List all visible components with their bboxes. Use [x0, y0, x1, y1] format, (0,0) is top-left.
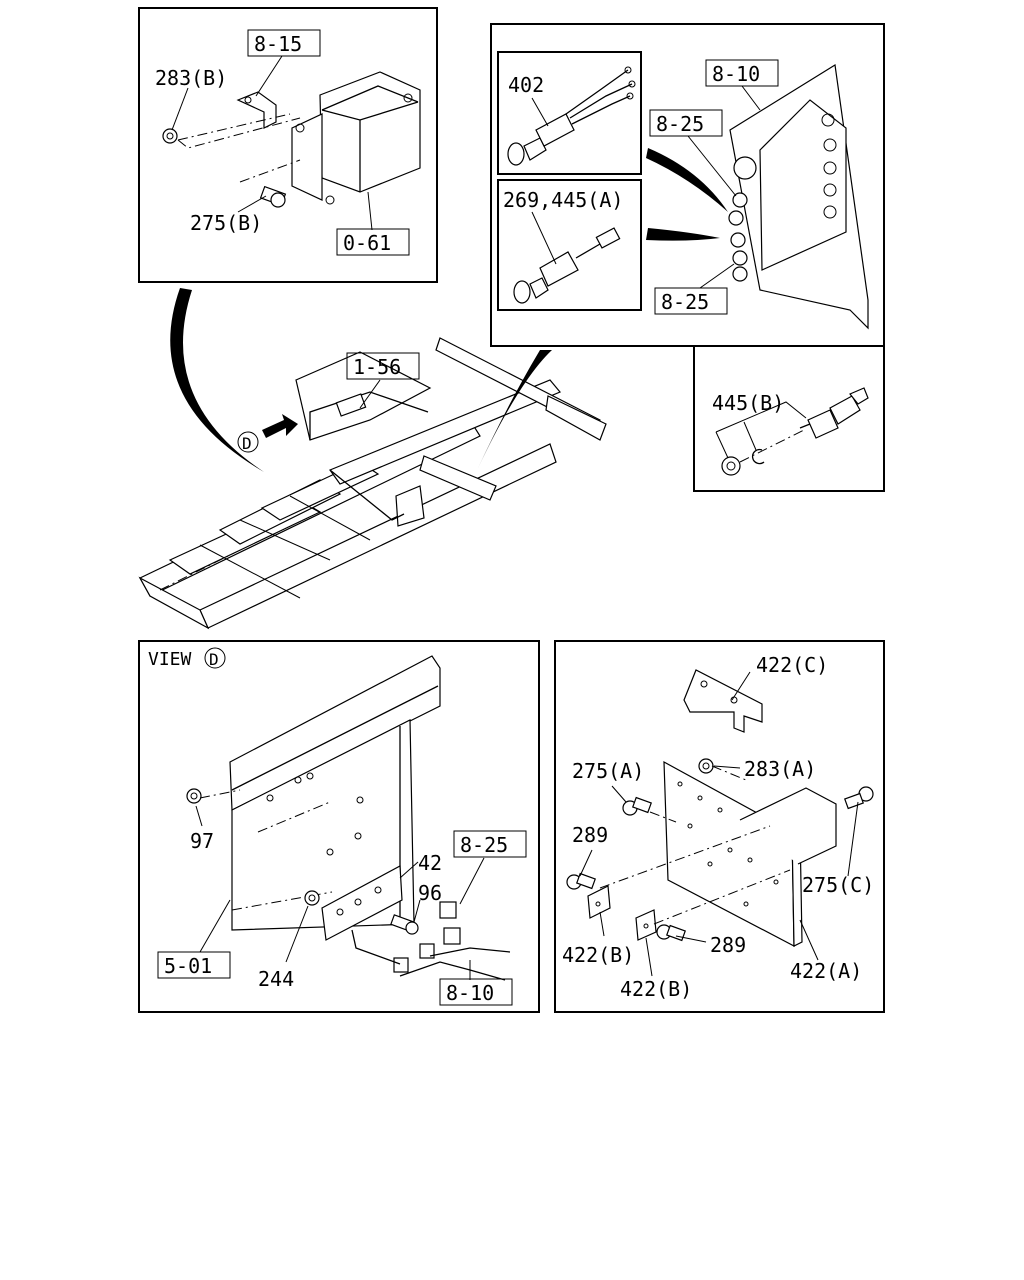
bolt-275b: [259, 185, 287, 208]
bolt-96: [390, 914, 419, 935]
pointer-swoosh-upper: [646, 148, 728, 212]
label-422a: 422(A): [790, 959, 862, 983]
relay-box: [291, 71, 421, 205]
ref-1-56: 1-56: [353, 355, 401, 379]
label-289-top: 289: [572, 823, 608, 847]
switch-402: [507, 66, 636, 166]
swoosh-to-top-left: [170, 288, 264, 472]
label-422b-left: 422(B): [562, 943, 634, 967]
label-445b: 445(B): [712, 391, 784, 415]
label-283a: 283(A): [744, 757, 816, 781]
bracket-8-15: [236, 91, 277, 129]
ref-8-15: 8-15: [254, 32, 302, 56]
label-275b: 275(B): [190, 211, 262, 235]
label-42: 42: [418, 851, 442, 875]
ref-8-25: 8-25: [460, 833, 508, 857]
label-275a: 275(A): [572, 759, 644, 783]
label-96: 96: [418, 881, 442, 905]
nut-97: [186, 788, 202, 804]
view-d-marker: D: [209, 650, 219, 669]
bracket-42: [321, 865, 403, 941]
label-244: 244: [258, 967, 294, 991]
panel-top-right: 402 269,445(A): [490, 23, 885, 347]
bracket-422b-left: [587, 885, 611, 919]
bolt-289-bottom: [656, 924, 686, 942]
nut-283b: [162, 128, 178, 144]
panel-top-left: 8-15 283(B) 275(B) 0-61: [138, 7, 438, 283]
ref-8-25-lower: 8-25: [661, 290, 709, 314]
bolt-275c: [844, 786, 874, 810]
chassis-frame: D 1-56: [138, 288, 607, 630]
view-d-marker-center: D: [242, 434, 252, 453]
nut-283a: [698, 758, 714, 774]
bolt-289-top: [566, 872, 596, 890]
panel-mid-right: 445(B): [693, 345, 885, 492]
panel-bottom-right: 422(C) 275(A) 283(A) 289 275(C) 422(B) 2…: [554, 640, 885, 1013]
sensor-445b: [721, 387, 869, 476]
bracket-422b-right: [635, 909, 657, 941]
ref-8-10: 8-10: [446, 981, 494, 1005]
label-422c: 422(C): [756, 653, 828, 677]
bracket-422c: [683, 669, 763, 733]
label-289-bottom: 289: [710, 933, 746, 957]
view-label: VIEW: [148, 649, 192, 670]
ref-8-25-upper: 8-25: [656, 112, 704, 136]
label-283b: 283(B): [155, 66, 227, 90]
label-97: 97: [190, 829, 214, 853]
label-422b-right: 422(B): [620, 977, 692, 1001]
switch-panel-8-10: [728, 64, 869, 330]
switch-269-445a: [513, 227, 621, 304]
nut-244: [304, 890, 320, 906]
panel-bottom-left: VIEW D: [138, 640, 540, 1013]
pointer-swoosh-lower: [646, 228, 720, 241]
plate-422a: [663, 760, 837, 948]
label-275c: 275(C): [802, 873, 874, 897]
bolt-275a: [622, 796, 652, 816]
view-d-arrow: [262, 414, 298, 438]
label-402: 402: [508, 73, 544, 97]
ref-5-01: 5-01: [164, 954, 212, 978]
label-269-445a: 269,445(A): [503, 188, 623, 212]
relay-harness: [351, 901, 511, 981]
side-rail: [229, 655, 441, 931]
ref-0-61: 0-61: [343, 231, 391, 255]
ref-8-10: 8-10: [712, 62, 760, 86]
